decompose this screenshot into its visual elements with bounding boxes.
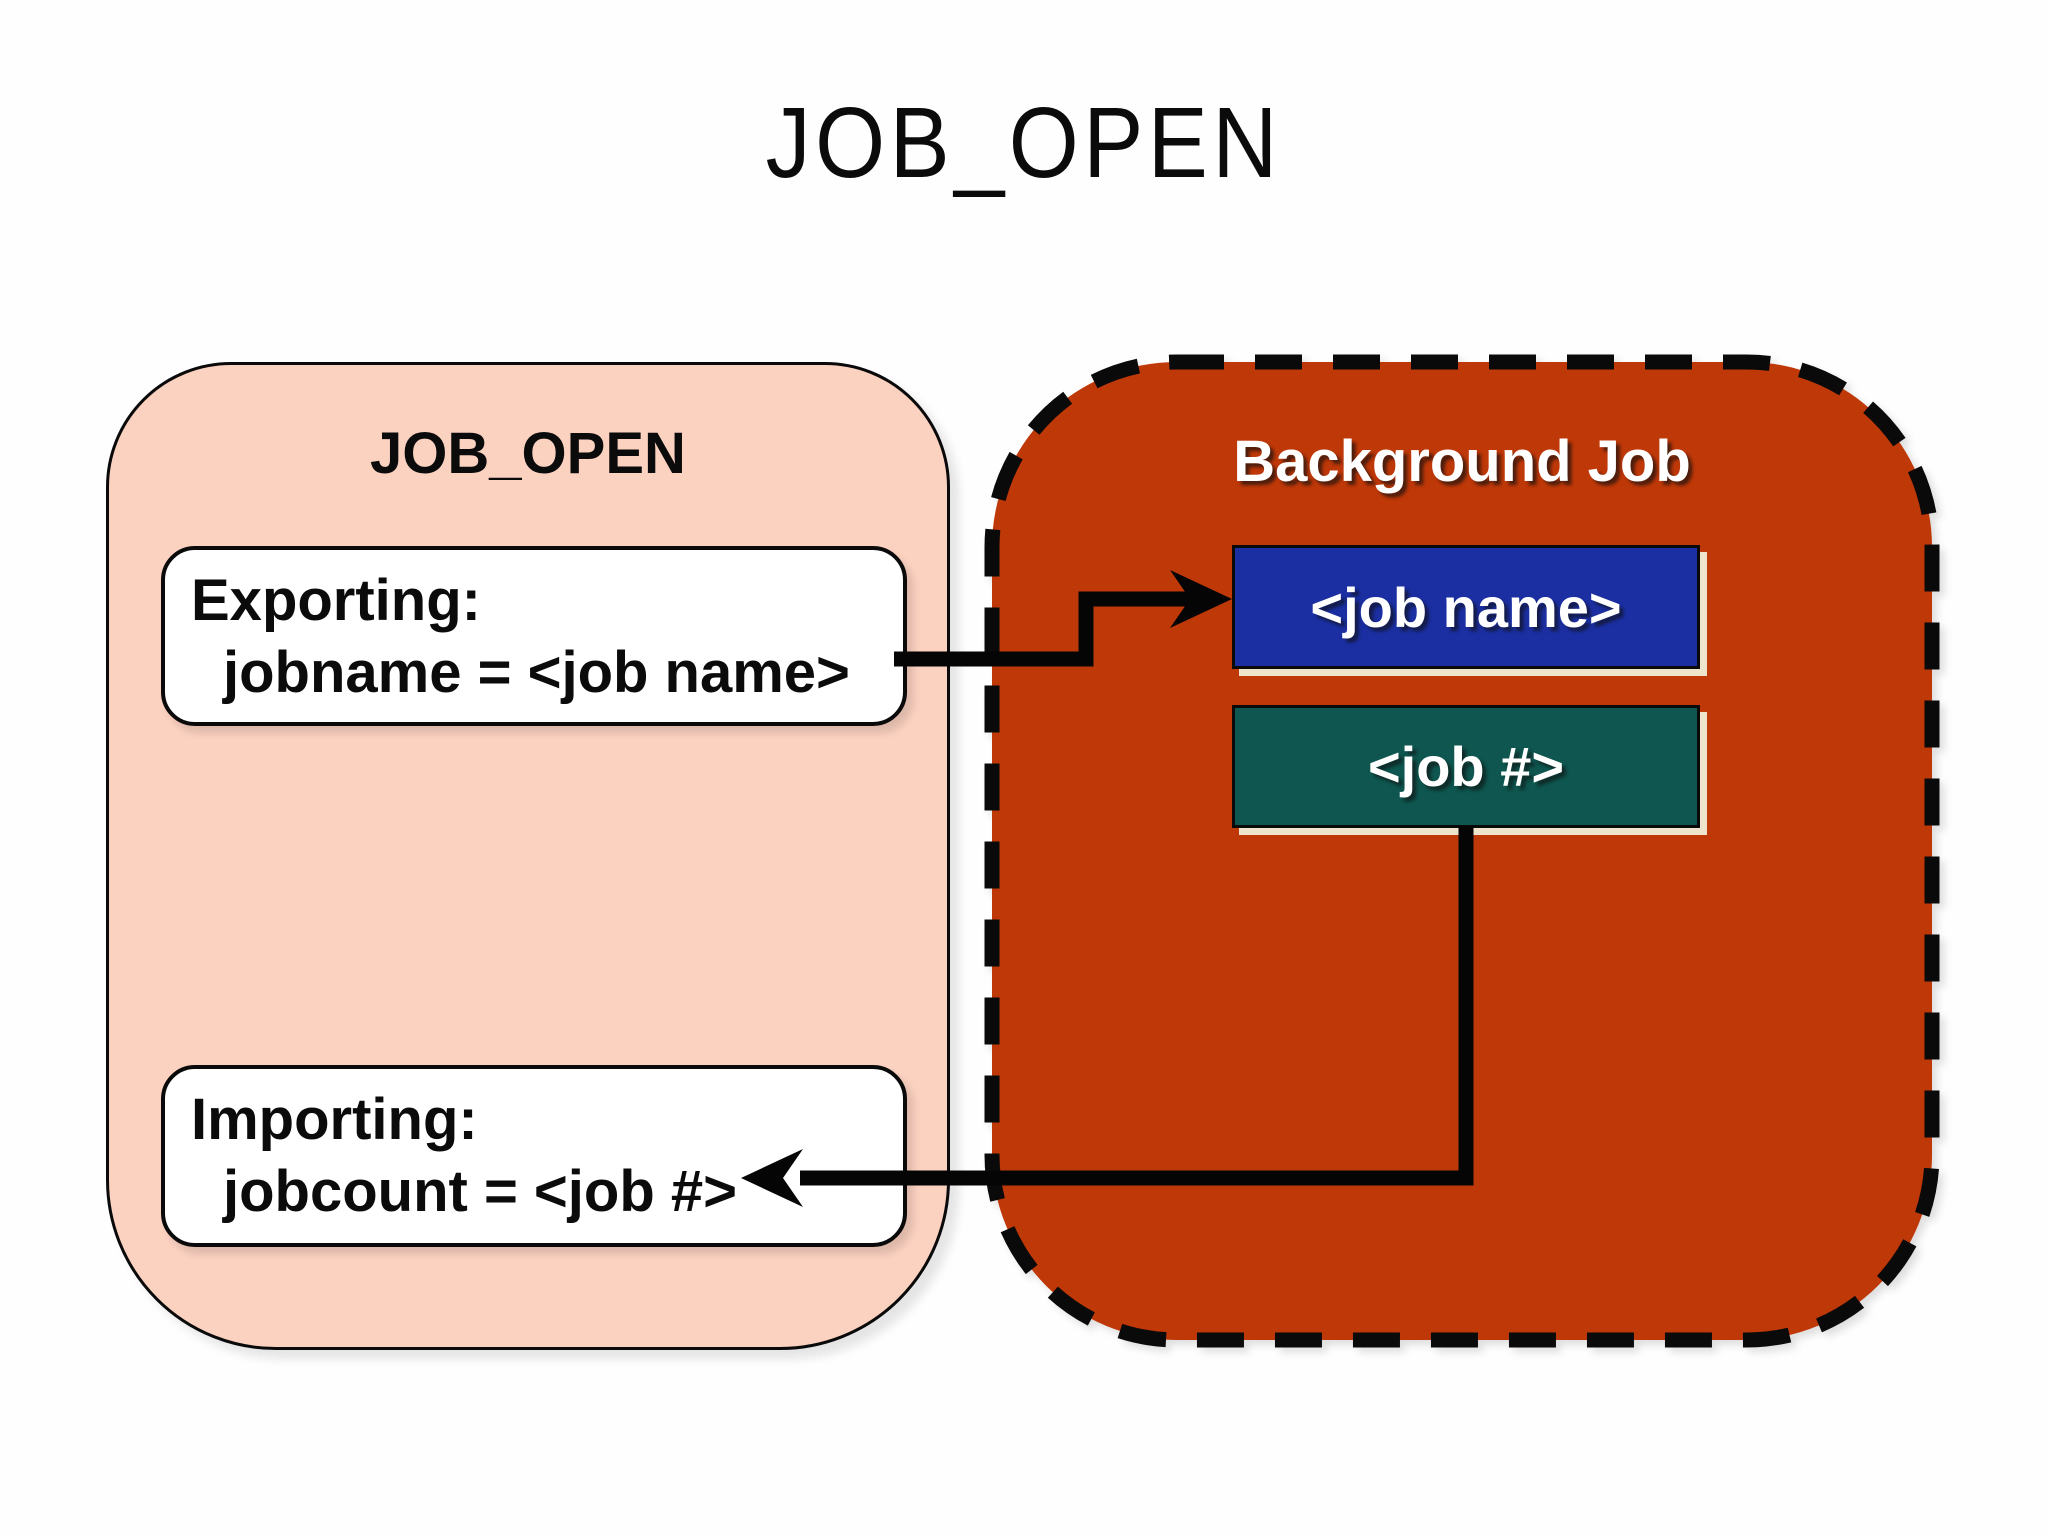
- exporting-assignment: jobname = <job name>: [223, 640, 850, 705]
- exporting-box: Exporting: jobname = <job name>: [161, 546, 907, 726]
- job-name-chip-label: <job name>: [1310, 575, 1622, 639]
- importing-heading: Importing:: [191, 1087, 478, 1152]
- background-job-box: Background Job <job name> <job #>: [982, 352, 1942, 1352]
- importing-box: Importing: jobcount = <job #>: [161, 1065, 907, 1247]
- background-job-dashed-border: [984, 354, 1940, 1348]
- job-open-box-title: JOB_OPEN: [370, 421, 686, 486]
- job-number-chip: <job #>: [1232, 705, 1700, 828]
- background-job-fill: [984, 354, 1940, 1348]
- job-name-chip: <job name>: [1232, 545, 1700, 669]
- page-title-text: JOB_OPEN: [765, 87, 1283, 199]
- exporting-heading: Exporting:: [191, 568, 481, 633]
- job-number-chip-label: <job #>: [1367, 735, 1565, 798]
- job-open-box: JOB_OPEN Exporting: jobname = <job name>…: [106, 362, 950, 1350]
- page-title: JOB_OPEN: [0, 86, 2048, 201]
- background-job-title: Background Job: [1233, 429, 1691, 494]
- importing-assignment: jobcount = <job #>: [223, 1159, 738, 1224]
